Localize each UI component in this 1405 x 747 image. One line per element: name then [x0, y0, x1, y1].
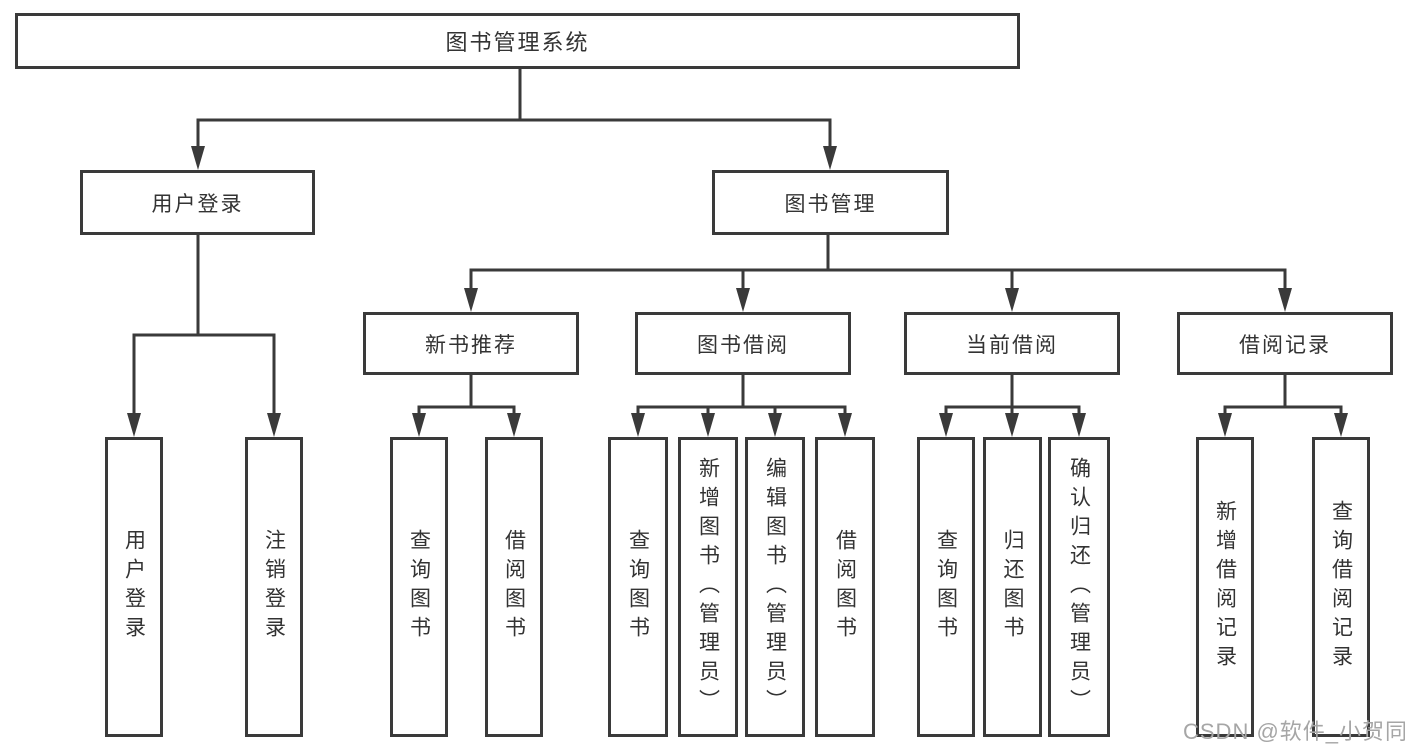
connector-arrowhead-icon: [701, 413, 715, 437]
connector-arrowhead-icon: [507, 413, 521, 437]
node-leaf-user-login: 用户登录: [105, 437, 163, 737]
connector-arrowhead-icon: [464, 288, 478, 312]
node-leaf-edit-books-admin: 编辑图书（管理员）: [745, 437, 805, 737]
node-borrowing-records: 借阅记录: [1177, 312, 1393, 375]
connector-arrowhead-icon: [823, 146, 837, 170]
connector-arrowhead-icon: [412, 413, 426, 437]
connector-arrowhead-icon: [631, 413, 645, 437]
node-leaf-add-borrow-record: 新增借阅记录: [1196, 437, 1254, 737]
connector-arrowhead-icon: [1278, 288, 1292, 312]
node-leaf-add-books-admin: 新增图书（管理员）: [678, 437, 738, 737]
connector-arrowhead-icon: [1005, 288, 1019, 312]
connector-arrowhead-icon: [267, 413, 281, 437]
node-leaf-logout: 注销登录: [245, 437, 303, 737]
node-leaf-confirm-return-admin: 确认归还（管理员）: [1048, 437, 1110, 737]
node-leaf-query-books-rec: 查询图书: [390, 437, 448, 737]
csdn-watermark: CSDN @软件_小贺同学: [1183, 719, 1405, 744]
connector-arrowhead-icon: [1005, 413, 1019, 437]
node-leaf-borrow-books: 借阅图书: [815, 437, 875, 737]
connector-arrowhead-icon: [1072, 413, 1086, 437]
connector-arrowhead-icon: [1218, 413, 1232, 437]
node-book-management-branch: 图书管理: [712, 170, 949, 235]
node-current-borrowing: 当前借阅: [904, 312, 1120, 375]
node-leaf-return-books: 归还图书: [983, 437, 1042, 737]
connector-arrowhead-icon: [939, 413, 953, 437]
node-book-borrowing: 图书借阅: [635, 312, 851, 375]
node-library-management-system: 图书管理系统: [15, 13, 1020, 69]
node-new-book-recommendation: 新书推荐: [363, 312, 579, 375]
node-leaf-query-books-borrow: 查询图书: [608, 437, 668, 737]
connector-arrowhead-icon: [1334, 413, 1348, 437]
connector-arrowhead-icon: [191, 146, 205, 170]
connector-arrowhead-icon: [736, 288, 750, 312]
connector-arrowhead-icon: [768, 413, 782, 437]
node-leaf-query-borrow-record: 查询借阅记录: [1312, 437, 1370, 737]
connector-arrowhead-icon: [127, 413, 141, 437]
node-leaf-query-books-current: 查询图书: [917, 437, 975, 737]
node-user-login-branch: 用户登录: [80, 170, 315, 235]
node-leaf-borrow-books-rec: 借阅图书: [485, 437, 543, 737]
connector-arrowhead-icon: [838, 413, 852, 437]
